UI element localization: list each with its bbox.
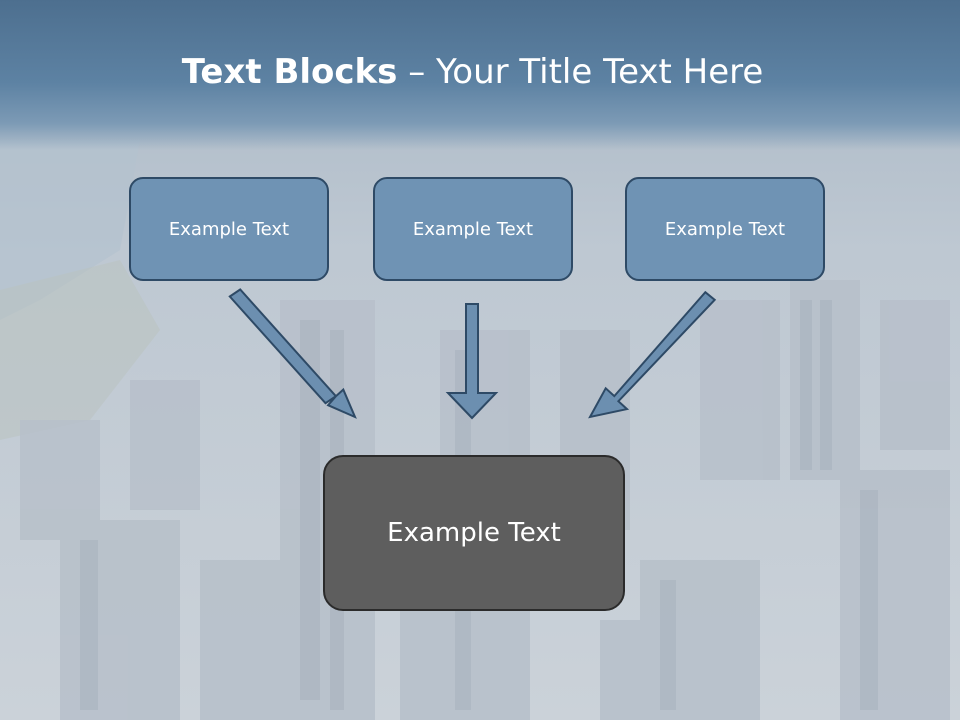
center-text-block-label: Example Text: [387, 518, 561, 548]
text-block-3: Example Text: [625, 177, 825, 281]
title-separator: –: [397, 52, 437, 92]
text-block-1-label: Example Text: [168, 218, 290, 240]
text-block-2: Example Text: [373, 177, 573, 281]
arrow-right-to-center: [588, 290, 717, 419]
title-rest-part: Your Title Text Here: [436, 52, 764, 92]
center-text-block: Example Text: [323, 455, 625, 611]
text-block-2-label: Example Text: [412, 218, 534, 240]
slide-title: Text Blocks – Your Title Text Here: [0, 52, 945, 92]
arrow-middle-to-center: [445, 303, 499, 420]
arrow-left-to-center: [228, 288, 357, 419]
text-block-3-label: Example Text: [664, 218, 786, 240]
title-bold-part: Text Blocks: [181, 52, 398, 92]
text-block-1: Example Text: [129, 177, 329, 281]
title-band: [0, 0, 960, 150]
